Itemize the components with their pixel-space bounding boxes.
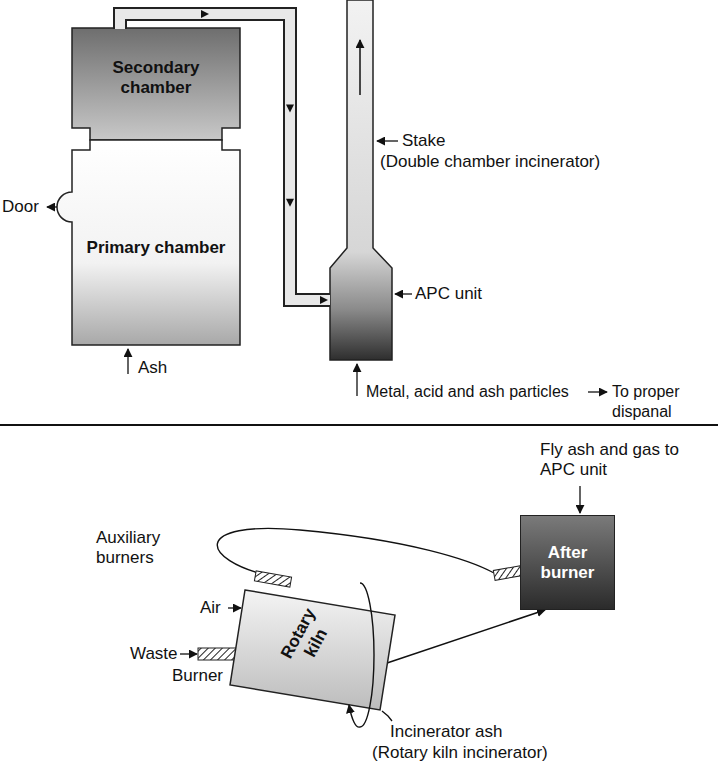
node-text: APC unit: [415, 284, 482, 304]
part-label: Ash: [138, 358, 167, 378]
flow-arrow: [286, 199, 294, 207]
leader-line: [377, 140, 398, 141]
auxiliary-burner-symbol: [493, 566, 522, 581]
secondary-chamber-shell: [72, 28, 240, 140]
chamber-box: Secondary chamber: [72, 28, 240, 128]
node-text: Primary chamber: [87, 238, 226, 258]
auxiliary-burner-line: [217, 528, 494, 576]
part-label: Stake: [402, 131, 445, 151]
leader-line: [395, 293, 412, 294]
note-label: To proper dispanal: [612, 382, 712, 422]
node-text: After burner: [527, 543, 608, 583]
leader-line: [356, 364, 357, 396]
flow-arrow: [201, 10, 209, 18]
part-label: Door: [2, 197, 39, 217]
part-label: Waste: [130, 644, 178, 664]
leader-line: [228, 607, 241, 608]
leader-line: [127, 349, 128, 374]
leader-line: [382, 711, 392, 721]
after-burner: After burner: [520, 515, 615, 610]
apc-unit: APC unit: [330, 262, 392, 360]
connector-line: [387, 610, 545, 663]
node-text: Secondary chamber: [78, 58, 234, 98]
part-label: Auxiliary burners: [96, 528, 186, 568]
caption-label: (Rotary kiln incinerator): [372, 743, 548, 763]
part-label: Burner: [172, 666, 223, 686]
leader-line: [47, 206, 57, 207]
stack-body: [330, 0, 392, 360]
rotary-kiln: Rotary kiln: [215, 585, 400, 715]
auxiliary-burner-symbol: [254, 571, 291, 587]
leader-line: [588, 391, 607, 392]
flow-arrow: [359, 40, 361, 95]
pipe-wall: [120, 14, 330, 300]
leader-line: [579, 486, 580, 513]
flue-pipe: [120, 10, 330, 304]
rotation-arrow: [349, 583, 374, 727]
part-label: Incinerator ash: [390, 722, 502, 742]
separator-line: [0, 424, 718, 426]
caption-label: (Double chamber incinerator): [380, 152, 600, 172]
note-label: Metal, acid and ash particles: [366, 382, 569, 402]
connector-arrow: [387, 610, 545, 663]
burner-symbol: [198, 648, 236, 660]
part-label: Air: [200, 598, 221, 618]
flow-arrow: [286, 104, 294, 112]
chamber-box: Primary chamber: [72, 150, 240, 345]
primary-chamber-shell: [57, 140, 240, 345]
flow-arrow: [320, 296, 328, 304]
pipe-interior: [120, 14, 330, 300]
note-label: Fly ash and gas to APC unit: [540, 440, 708, 480]
leader-line: [180, 653, 197, 654]
